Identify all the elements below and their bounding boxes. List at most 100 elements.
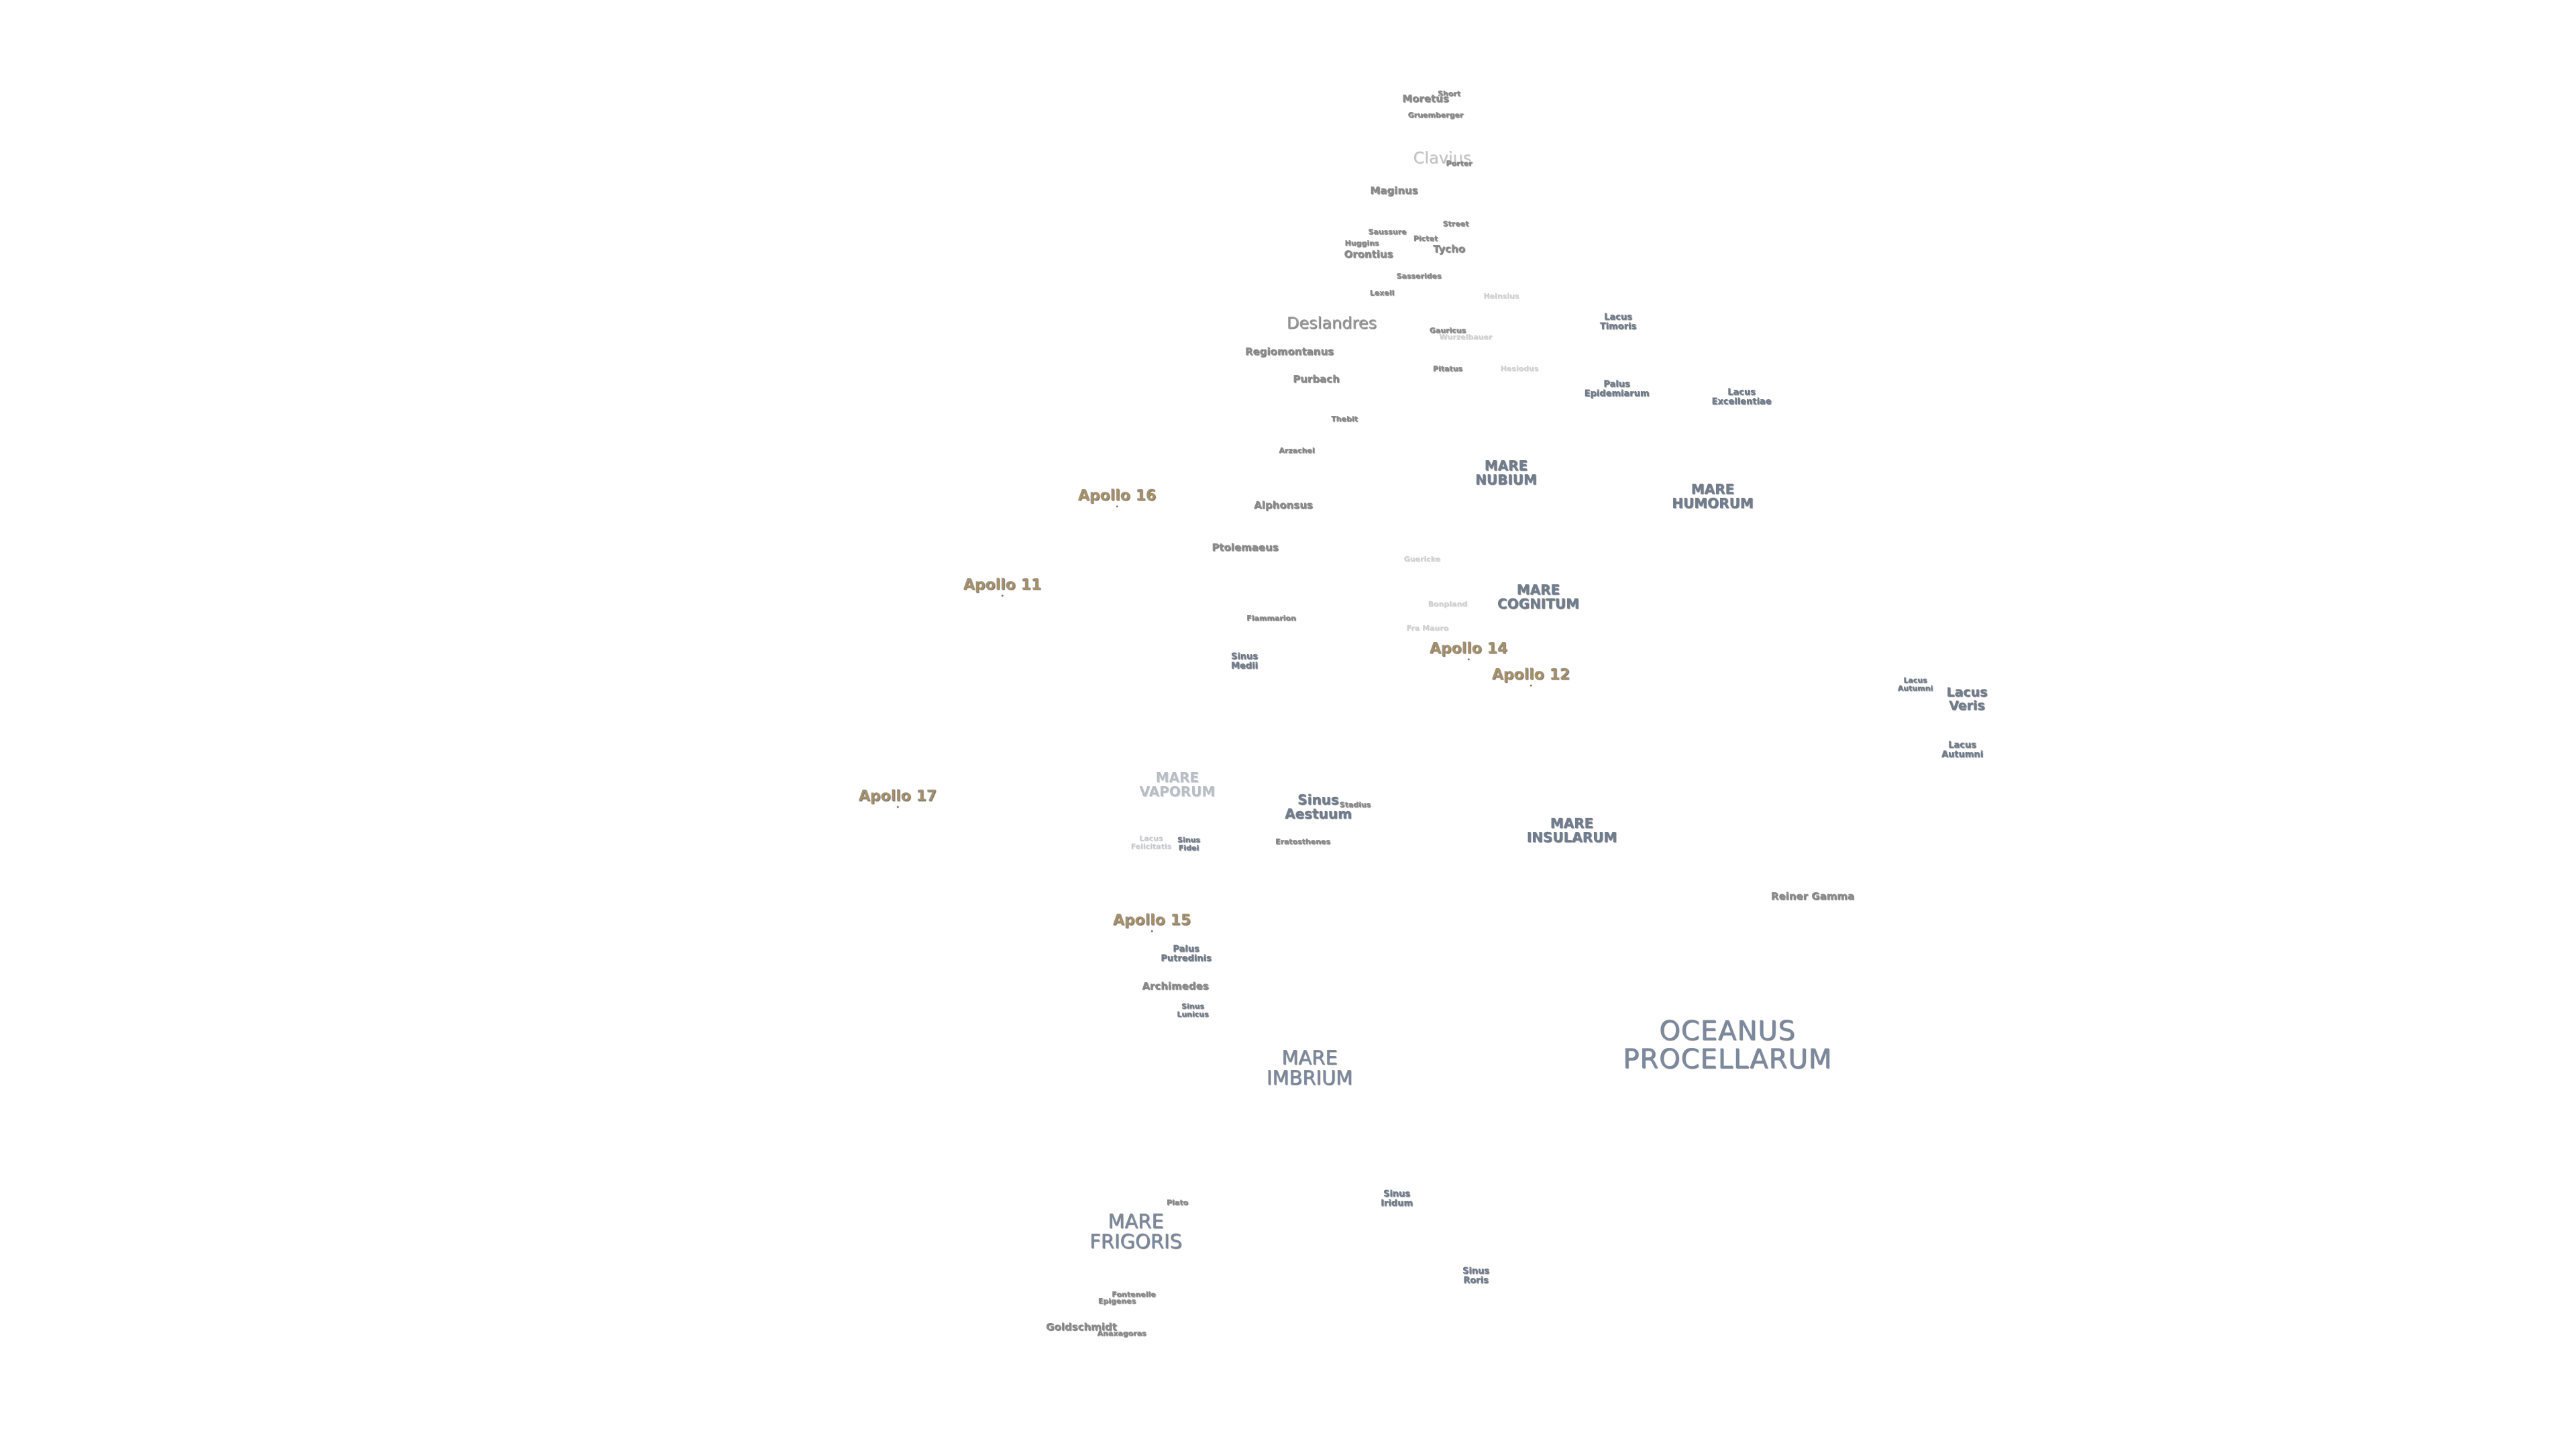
map-label-reiner-gamma: Reiner Gamma — [1770, 890, 1855, 903]
map-label-line: MARE — [1281, 1046, 1338, 1069]
map-label-line: Epidemiarum — [1584, 388, 1650, 398]
map-label-regiomontanus: Regiomontanus — [1245, 346, 1334, 358]
map-label-line: Thebit — [1331, 415, 1358, 424]
map-label-line: Palus — [1603, 379, 1630, 390]
map-label-line: MARE — [1155, 769, 1199, 786]
map-label-line: VAPORUM — [1139, 784, 1216, 800]
map-label-line: Flammarion — [1246, 614, 1296, 623]
map-label-line: Epigenes — [1097, 1297, 1136, 1306]
map-label-saussure: Saussure — [1368, 228, 1407, 236]
map-label-line: OCEANUS — [1659, 1016, 1796, 1046]
map-label-line: Orontius — [1344, 248, 1393, 261]
map-label-line: Sasserides — [1396, 272, 1442, 281]
map-label-apollo-11: Apollo 11 — [963, 576, 1042, 597]
map-label-flammarion: Flammarion — [1246, 614, 1296, 623]
map-label-line: Timoris — [1599, 321, 1637, 331]
map-label-sasserides: Sasserides — [1397, 272, 1442, 280]
map-label-line: Archimedes — [1142, 980, 1209, 993]
map-label-thebit: Thebit — [1331, 415, 1358, 423]
map-label-line: Deslandres — [1286, 313, 1377, 333]
map-label-line: Apollo 11 — [963, 576, 1042, 594]
map-label-line: Lacus — [1903, 676, 1927, 685]
map-label-line: Sinus — [1230, 651, 1258, 662]
map-label-tycho: Tycho — [1433, 244, 1465, 255]
map-label-line: Reiner Gamma — [1770, 890, 1855, 903]
map-label-line: MARE — [1516, 582, 1560, 598]
map-label-line: Lacus — [1948, 740, 1976, 751]
map-label-line: Short — [1438, 89, 1460, 99]
map-label-wurzelbauer: Wurzelbauer — [1439, 333, 1492, 341]
map-label-moretus: Moretus — [1402, 93, 1449, 105]
map-label-alphonsus: Alphonsus — [1254, 500, 1313, 511]
map-label-line: NUBIUM — [1475, 472, 1537, 488]
map-label-line: Roris — [1463, 1275, 1489, 1285]
map-label-line: MARE — [1550, 815, 1594, 831]
map-label-line: Maginus — [1370, 184, 1418, 197]
map-label-line: Medii — [1231, 661, 1258, 671]
map-label-line: MARE — [1108, 1210, 1164, 1233]
map-label-line: Wurzelbauer — [1439, 333, 1493, 342]
map-label-line: Huggins — [1344, 239, 1379, 248]
map-label-line: Goldschmidt — [1046, 1321, 1117, 1334]
map-label-line: Lexell — [1369, 288, 1395, 298]
map-label-apollo-16: Apollo 16 — [1077, 487, 1157, 508]
map-label-line: Stadius — [1339, 800, 1371, 810]
map-label-street: Street — [1443, 220, 1469, 228]
map-label-line: Alphonsus — [1254, 499, 1313, 512]
map-label-line: Moretus — [1402, 93, 1449, 105]
map-label-ptolemaeus: Ptolemaeus — [1212, 542, 1278, 553]
map-label-huggins: Huggins — [1345, 239, 1379, 248]
map-label-line: Lacus — [1604, 312, 1632, 323]
map-label-line: Apollo 14 — [1429, 640, 1508, 657]
map-label-eratosthenes: Eratosthenes — [1275, 838, 1330, 846]
map-label-line: HUMORUM — [1672, 495, 1754, 511]
map-label-pictet: Pictet — [1413, 235, 1438, 243]
map-label-line: INSULARUM — [1526, 829, 1617, 845]
map-label-line: Hesiodus — [1500, 364, 1539, 374]
map-label-line: Eratosthenes — [1275, 837, 1331, 847]
map-label-line: Sinus — [1383, 1189, 1411, 1199]
map-label-line: Lacus — [1946, 685, 1988, 700]
map-label-orontius: Orontius — [1344, 248, 1393, 261]
map-label-line: FRIGORIS — [1089, 1230, 1182, 1253]
map-label-maginus: Maginus — [1370, 184, 1418, 197]
map-label-line: Apollo 16 — [1077, 487, 1157, 504]
map-label-guericke: Guericke — [1404, 555, 1441, 564]
map-label-line: Plato — [1166, 1198, 1189, 1208]
map-label-line: Fra Mauro — [1406, 624, 1449, 633]
map-label-bonpland: Bonpland — [1428, 600, 1468, 608]
map-label-line: IMBRIUM — [1266, 1067, 1353, 1089]
map-label-line: PROCELLARUM — [1622, 1044, 1833, 1075]
map-label-apollo-15: Apollo 15 — [1112, 912, 1191, 932]
map-label-line: Autumni — [1941, 749, 1984, 759]
map-label-line: Autumni — [1897, 684, 1933, 692]
map-label-line: Veris — [1949, 698, 1985, 713]
map-label-line: Apollo 12 — [1491, 666, 1570, 684]
map-label-apollo-14: Apollo 14 — [1429, 640, 1508, 661]
map-label-line: Street — [1442, 219, 1469, 229]
map-label-line: MARE — [1690, 481, 1735, 497]
map-label-line: Apollo 15 — [1112, 912, 1191, 929]
map-label-line: Heinsius — [1483, 292, 1519, 301]
map-label-plato: Plato — [1167, 1199, 1188, 1207]
map-label-line: Sinus — [1297, 792, 1339, 808]
map-label-purbach: Purbach — [1293, 374, 1340, 385]
map-label-fra-mauro: Fra Mauro — [1407, 625, 1449, 633]
map-label-apollo-17: Apollo 17 — [859, 788, 936, 808]
map-label-line: Lacus — [1727, 387, 1756, 398]
